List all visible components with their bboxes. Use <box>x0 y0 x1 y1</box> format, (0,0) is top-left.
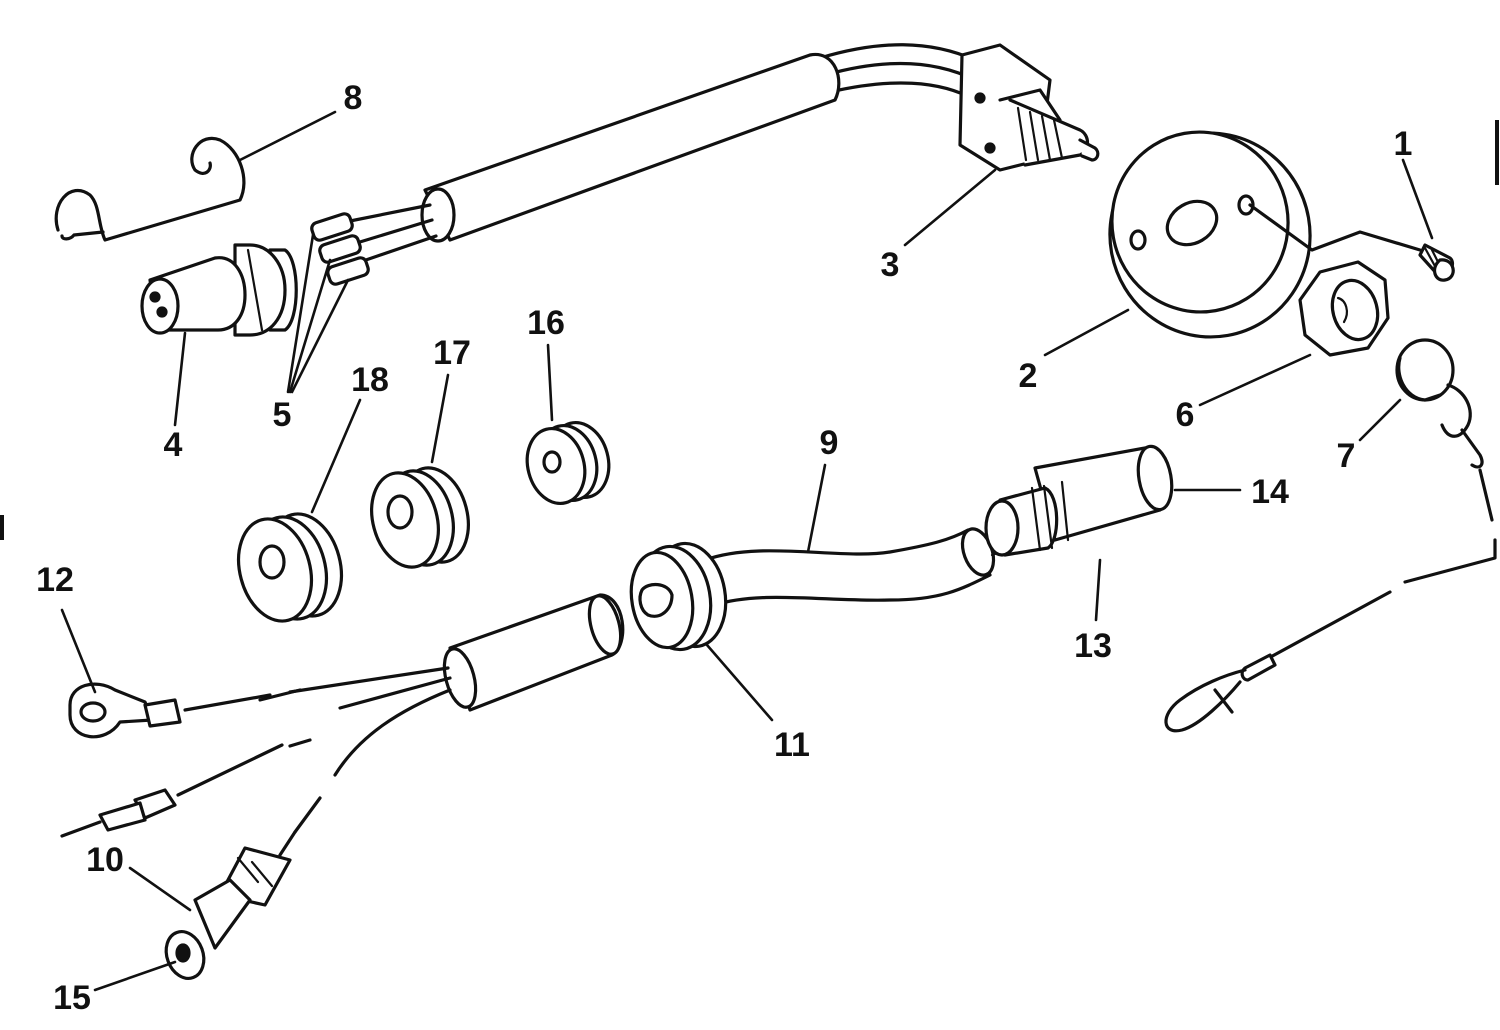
wire-clip-part <box>54 136 246 242</box>
callout-7: 7 <box>1337 437 1356 475</box>
ring-terminal-part <box>68 682 302 739</box>
leader-line-15 <box>93 960 177 992</box>
callout-6: 6 <box>1176 396 1195 434</box>
leader-line-13 <box>1094 558 1102 622</box>
switch-harness-part <box>310 43 1100 286</box>
screw-part <box>1418 243 1455 282</box>
leader-line-8 <box>238 110 337 162</box>
terminal-sleeve-part <box>1033 444 1174 542</box>
callout-18: 18 <box>351 361 389 399</box>
callout-10: 10 <box>86 841 124 879</box>
bullet-connector-part <box>164 830 297 980</box>
lower-cable-sleeve-part <box>183 593 625 834</box>
leader-line-11 <box>705 643 774 722</box>
connector-plug-part <box>140 243 298 337</box>
leader-line-12 <box>60 608 97 694</box>
callout-11: 11 <box>774 726 810 764</box>
hex-nut-part <box>1298 260 1390 357</box>
leader-line-16 <box>546 343 554 422</box>
callout-17: 17 <box>433 334 471 372</box>
callout-1: 1 <box>1394 125 1413 163</box>
leader-line-5c <box>290 278 350 394</box>
callout-14: 14 <box>1251 473 1289 511</box>
callout-16: 16 <box>527 304 565 342</box>
callout-9: 9 <box>820 424 839 462</box>
rubber-boot-part <box>629 541 728 652</box>
leader-line-6 <box>1198 353 1312 407</box>
leader-line-5b <box>288 258 332 394</box>
grommet-small-part <box>525 420 611 506</box>
leader-line-17 <box>430 373 450 464</box>
leader-line-2 <box>1043 308 1130 357</box>
callout-15: 15 <box>53 979 91 1017</box>
leader-line-9 <box>806 463 827 554</box>
cup-housing-part <box>1108 130 1422 339</box>
callout-13: 13 <box>1074 627 1112 665</box>
leader-line-1 <box>1401 158 1434 240</box>
callout-4: 4 <box>164 426 183 464</box>
callout-5: 5 <box>273 396 292 434</box>
leader-line-5a <box>286 233 315 394</box>
lanyard-cap-part <box>1164 338 1497 733</box>
callout-2: 2 <box>1019 357 1038 395</box>
leader-line-4 <box>173 331 187 427</box>
connector-body-part <box>984 480 1070 557</box>
ground-cable-part <box>703 527 1014 607</box>
callout-3: 3 <box>881 246 900 284</box>
grommet-medium-part <box>370 466 470 569</box>
leader-line-3 <box>903 168 997 247</box>
leader-line-18 <box>310 398 362 514</box>
grommet-large-part <box>237 512 343 623</box>
pin-terminal-part <box>60 738 312 838</box>
callout-12: 12 <box>36 561 74 599</box>
leader-line-7 <box>1358 398 1402 442</box>
callout-8: 8 <box>344 79 363 117</box>
leader-line-10 <box>128 866 192 912</box>
